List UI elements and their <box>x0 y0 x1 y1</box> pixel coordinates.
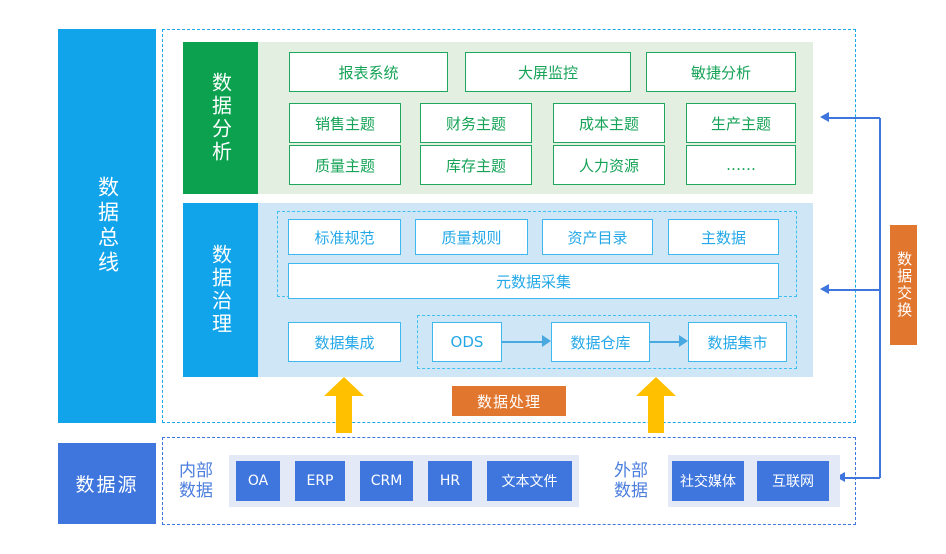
analysis-item[interactable]: 销售主题 <box>289 103 401 143</box>
source-item-text-file[interactable]: 文本文件 <box>487 461 572 501</box>
data-source-label: 数据源 <box>58 443 156 524</box>
source-item-oa[interactable]: OA <box>236 461 280 501</box>
source-item-crm[interactable]: CRM <box>360 461 413 501</box>
analysis-item[interactable]: 库存主题 <box>420 145 532 185</box>
analysis-item[interactable]: …… <box>686 145 796 185</box>
source-item-internet[interactable]: 互联网 <box>757 461 829 501</box>
analysis-item[interactable]: 财务主题 <box>420 103 532 143</box>
analysis-item[interactable]: 质量主题 <box>289 145 401 185</box>
flow-arrow-head-icon <box>542 335 551 347</box>
data-process-label: 数据处理 <box>452 386 566 416</box>
data-mart-box[interactable]: 数据集市 <box>688 322 787 362</box>
external-data-label: 外部 数据 <box>607 455 655 507</box>
governance-item[interactable]: 主数据 <box>668 219 779 255</box>
source-item-erp[interactable]: ERP <box>295 461 345 501</box>
data-warehouse-box[interactable]: 数据仓库 <box>551 322 650 362</box>
metadata-collection[interactable]: 元数据采集 <box>288 263 779 299</box>
warehouse-chain-boundary <box>417 315 797 369</box>
data-integration[interactable]: 数据集成 <box>288 322 401 362</box>
feedback-bus-line <box>879 118 881 478</box>
analysis-item[interactable]: 成本主题 <box>553 103 665 143</box>
analysis-item[interactable]: 报表系统 <box>289 52 448 92</box>
data-bus-label: 数据总线 <box>58 29 156 423</box>
internal-data-label-line1: 内部 <box>179 460 213 481</box>
source-item-social-media[interactable]: 社交媒体 <box>672 461 744 501</box>
arrow-head-icon <box>820 112 829 122</box>
upward-flow-arrow-right-icon <box>636 377 676 433</box>
data-source-boundary <box>162 437 856 525</box>
upward-flow-arrow-left-icon <box>324 377 364 433</box>
governance-item[interactable]: 质量规则 <box>415 219 528 255</box>
external-data-label-line1: 外部 <box>614 460 648 481</box>
feedback-arrow-to-analysis <box>828 117 880 119</box>
internal-data-label-line2: 数据 <box>179 481 213 501</box>
platform-boundary <box>162 29 856 423</box>
analysis-item[interactable]: 生产主题 <box>686 103 796 143</box>
analysis-item[interactable]: 人力资源 <box>553 145 665 185</box>
feedback-arrow-to-governance <box>828 289 880 291</box>
flow-arrow-head-icon <box>679 335 688 347</box>
governance-item[interactable]: 标准规范 <box>288 219 401 255</box>
arrow-head-icon <box>820 284 829 294</box>
source-item-hr[interactable]: HR <box>428 461 472 501</box>
internal-data-label: 内部 数据 <box>172 455 220 507</box>
feedback-arrow-to-sources <box>844 477 880 479</box>
data-exchange-label: 数据交换 <box>890 225 917 345</box>
data-analysis-label: 数据分析 <box>183 42 258 194</box>
analysis-item[interactable]: 敏捷分析 <box>646 52 796 92</box>
data-governance-label: 数据治理 <box>183 203 258 377</box>
ods-box[interactable]: ODS <box>432 322 502 362</box>
arrow-head-icon <box>836 472 845 482</box>
analysis-item[interactable]: 大屏监控 <box>465 52 631 92</box>
flow-arrow-warehouse-to-mart <box>650 341 679 343</box>
governance-item[interactable]: 资产目录 <box>542 219 653 255</box>
flow-arrow-ods-to-warehouse <box>502 341 542 343</box>
external-data-label-line2: 数据 <box>614 481 648 501</box>
